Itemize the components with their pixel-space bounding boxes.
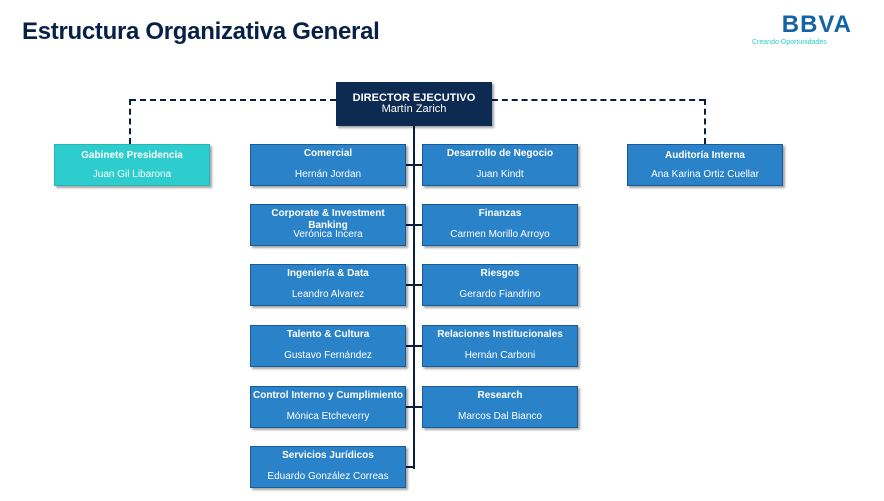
connector-branch [414, 284, 422, 286]
unit-name: Leandro Alvarez [291, 289, 365, 300]
unit-name: Juan Gil Libarona [92, 169, 172, 180]
unit-name: Gustavo Fernández [284, 350, 372, 361]
connector-branch [406, 224, 414, 226]
unit-role: Control Interno y Cumplimiento [253, 390, 403, 401]
unit-role: Finanzas [478, 208, 522, 219]
unit-box-auditoria-interna[interactable]: Auditoría Interna Ana Karina Ortiz Cuell… [627, 144, 783, 186]
connector-dashed-right-down [704, 99, 706, 144]
unit-name: Juan Kindt [476, 169, 524, 180]
director-box[interactable]: DIRECTOR EJECUTIVO Martín Zarich [336, 82, 492, 126]
unit-role: Servicios Jurídicos [282, 450, 374, 461]
connector-branch [406, 466, 414, 468]
unit-name: Verónica Incera [293, 229, 363, 240]
connector-dashed-left [130, 99, 336, 101]
unit-role: Riesgos [480, 268, 520, 279]
unit-name: Gerardo Fiandrino [459, 289, 541, 300]
unit-role: Corporate & Investment Banking [271, 208, 385, 231]
connector-dashed-left-down [129, 99, 131, 144]
connector-branch [414, 345, 422, 347]
connector-branch [414, 224, 422, 226]
connector-branch [414, 406, 422, 408]
unit-role: Talento & Cultura [286, 329, 370, 340]
director-role: DIRECTOR EJECUTIVO [352, 92, 476, 104]
unit-name: Hernán Carboni [464, 350, 536, 361]
logo-brand: BBVA [781, 11, 852, 38]
connector-trunk [413, 126, 415, 469]
logo-tagline: Creando Oportunidades [752, 39, 827, 46]
connector-branch [406, 164, 414, 166]
connector-branch [406, 345, 414, 347]
unit-name: Eduardo González Correas [267, 471, 389, 482]
bbva-logo: BBVA Creando Oportunidades [752, 11, 852, 47]
director-name: Martín Zarich [381, 103, 447, 115]
connector-branch [414, 164, 422, 166]
unit-name: Mónica Etcheverry [286, 411, 370, 422]
unit-role: Desarrollo de Negocio [446, 148, 554, 159]
unit-name: Carmen Morillo Arroyo [450, 229, 550, 240]
connector-dashed-right [492, 99, 705, 101]
unit-name: Ana Karina Ortiz Cuellar [651, 169, 759, 180]
unit-role: Research [477, 390, 523, 401]
connector-branch [406, 406, 414, 408]
unit-role: Gabinete Presidencia [81, 150, 183, 161]
unit-name: Marcos Dal Bianco [458, 411, 542, 422]
unit-role: Auditoría Interna [664, 150, 745, 161]
unit-box-gabinete-presidencia[interactable]: Gabinete Presidencia Juan Gil Libarona [54, 144, 210, 186]
connector-branch [406, 284, 414, 286]
unit-role: Relaciones Institucionales [437, 329, 563, 340]
unit-role: Ingeniería & Data [287, 268, 369, 279]
unit-name: Hernán Jordan [294, 169, 362, 180]
unit-role: Comercial [303, 148, 353, 159]
page-title: Estructura Organizativa General [22, 18, 380, 45]
